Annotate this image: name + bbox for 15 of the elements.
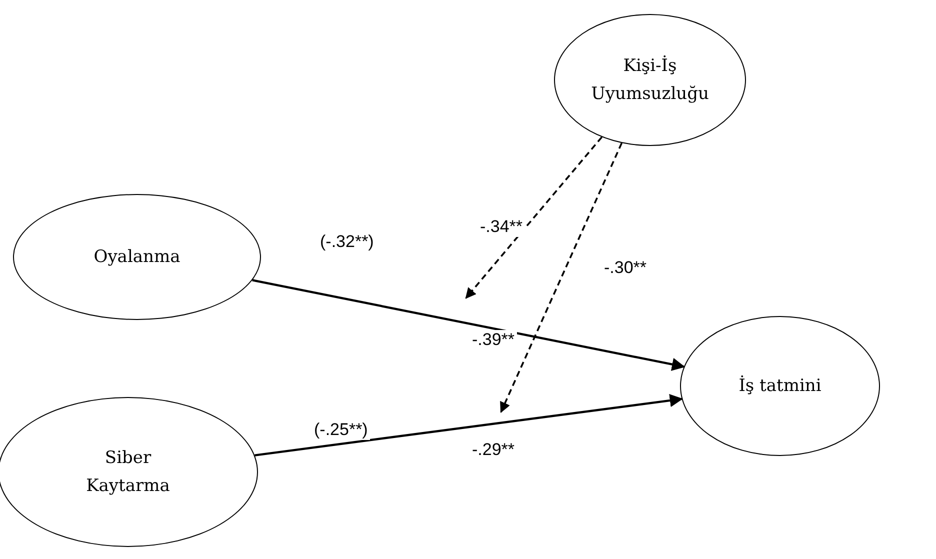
node-label: İş tatmini [738, 374, 822, 398]
ellipse-node [554, 14, 746, 146]
ellipse-node [680, 316, 880, 456]
edge-label: -.34** [478, 217, 525, 237]
coefficient-label: (-.32**) [318, 232, 376, 252]
arrow [254, 394, 684, 456]
ellipse-node [13, 194, 261, 320]
dashed-arrow [465, 136, 602, 299]
ellipse-node [0, 397, 258, 547]
node-label: Oyalanma [94, 246, 180, 269]
node-label: Kişi-İş Uyumsuzluğu [590, 54, 710, 106]
dashed-arrow [500, 142, 623, 413]
node-label: Siber Kaytarma [85, 446, 171, 498]
arrow [252, 279, 686, 371]
coefficient-label: (-.25**) [312, 420, 370, 440]
